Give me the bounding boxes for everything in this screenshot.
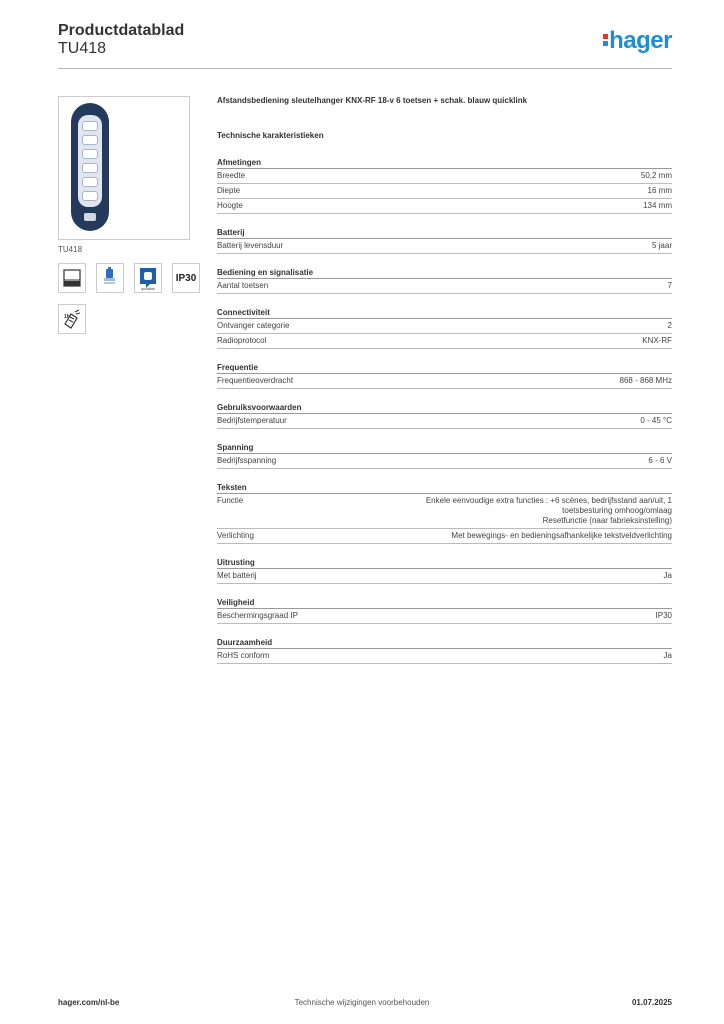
- spec-row: Hoogte 134 mm: [217, 199, 672, 214]
- spec-group-title: Teksten: [217, 482, 672, 494]
- spec-label: Functie: [217, 496, 244, 505]
- technical-characteristics-heading: Technische karakteristieken: [217, 131, 324, 140]
- spec-label: Verlichting: [217, 531, 254, 540]
- spec-label: Aantal toetsen: [217, 281, 269, 290]
- spec-group-title: Afmetingen: [217, 157, 672, 169]
- spec-row: Bedrijfstemperatuur 0 - 45 °C: [217, 414, 672, 429]
- spec-row: Functie Enkele eenvoudige extra functies …: [217, 494, 672, 529]
- svg-text:1h: 1h: [64, 314, 70, 320]
- product-image: [58, 96, 190, 240]
- spec-label: RoHS conform: [217, 651, 270, 660]
- spec-row: Aantal toetsen 7: [217, 279, 672, 294]
- spec-value: 16 mm: [647, 186, 672, 195]
- spec-value: 6 - 6 V: [648, 456, 672, 465]
- battery-pack-icon: [96, 263, 124, 293]
- spec-group-title: Veiligheid: [217, 597, 672, 609]
- spec-label: Beschermingsgraad IP: [217, 611, 298, 620]
- brand-logo: hager: [603, 27, 672, 55]
- spec-value: 134 mm: [643, 201, 672, 210]
- spec-value: 7: [667, 281, 672, 290]
- spec-value: 5 jaar: [651, 241, 672, 250]
- spec-row: Bedrijfsspanning 6 - 6 V: [217, 454, 672, 469]
- product-image-caption: TU418: [58, 245, 83, 254]
- spec-row: Diepte 16 mm: [217, 184, 672, 199]
- spec-group-title: Duurzaamheid: [217, 637, 672, 649]
- remote-hand-icon: 1h: [58, 304, 86, 334]
- wall-mount-icon: [58, 263, 86, 293]
- spec-value: KNX-RF: [642, 336, 672, 345]
- spec-value: 0 - 45 °C: [640, 416, 672, 425]
- spec-value: 50,2 mm: [640, 171, 672, 180]
- spec-row: Beschermingsgraad IP IP30: [217, 609, 672, 624]
- ip30-badge: IP30: [172, 263, 200, 293]
- spec-label: Frequentieoverdracht: [217, 376, 294, 385]
- quicklink-icon: quicklink: [134, 263, 162, 293]
- spec-label: Hoogte: [217, 201, 243, 210]
- spec-label: Batterij levensduur: [217, 241, 284, 250]
- spec-value: 868 - 868 MHz: [619, 376, 672, 385]
- spec-row: RoHS conform Ja: [217, 649, 672, 664]
- spec-label: Radioprotocol: [217, 336, 267, 345]
- footer-date: 01.07.2025: [631, 998, 672, 1007]
- logo-text: hager: [609, 27, 672, 54]
- spec-row: Breedte 50,2 mm: [217, 169, 672, 184]
- spec-label: Ontvanger categorie: [217, 321, 290, 330]
- page-title: Productdatablad: [58, 22, 185, 39]
- spec-value: Ja: [663, 651, 672, 660]
- spec-row: Ontvanger categorie 2: [217, 319, 672, 334]
- spec-value: Ja: [663, 571, 672, 580]
- spec-label: Bedrijfstemperatuur: [217, 416, 287, 425]
- spec-value: IP30: [655, 611, 672, 620]
- spec-group-title: Frequentie: [217, 362, 672, 374]
- logo-dots-icon: [603, 32, 609, 48]
- spec-row: Met batterij Ja: [217, 569, 672, 584]
- spec-label: Breedte: [217, 171, 246, 180]
- spec-value: Enkele eenvoudige extra functies : +6 sc…: [425, 496, 672, 525]
- spec-label: Met batterij: [217, 571, 257, 580]
- spec-row: Radioprotocol KNX-RF: [217, 334, 672, 349]
- spec-label: Bedrijfsspanning: [217, 456, 277, 465]
- header-divider: [58, 68, 672, 69]
- remote-control-picture: [71, 103, 109, 231]
- page-subtitle: TU418: [58, 40, 107, 57]
- spec-value: 2: [667, 321, 672, 330]
- spec-value: Met bewegings- en bedieningsafhankelijke…: [451, 531, 672, 540]
- spec-group-title: Spanning: [217, 442, 672, 454]
- spec-row: Verlichting Met bewegings- en bedieningsa…: [217, 529, 672, 544]
- footer-website[interactable]: hager.com/nl-be: [58, 998, 120, 1007]
- spec-group-title: Bediening en signalisatie: [217, 267, 672, 279]
- product-description: Afstandsbediening sleutelhanger KNX-RF 1…: [217, 96, 528, 105]
- spec-row: Batterij levensduur 5 jaar: [217, 239, 672, 254]
- spec-row: Frequentieoverdracht 868 - 868 MHz: [217, 374, 672, 389]
- quicklink-label: quicklink: [141, 287, 155, 291]
- spec-group-title: Uitrusting: [217, 557, 672, 569]
- ip30-label: IP30: [175, 272, 197, 284]
- spec-group-title: Batterij: [217, 227, 672, 239]
- spec-group-title: Gebruiksvoorwaarden: [217, 402, 672, 414]
- spec-label: Diepte: [217, 186, 241, 195]
- footer-notice: Technische wijzigingen voorbehouden: [294, 998, 430, 1007]
- spec-group-title: Connectiviteit: [217, 307, 672, 319]
